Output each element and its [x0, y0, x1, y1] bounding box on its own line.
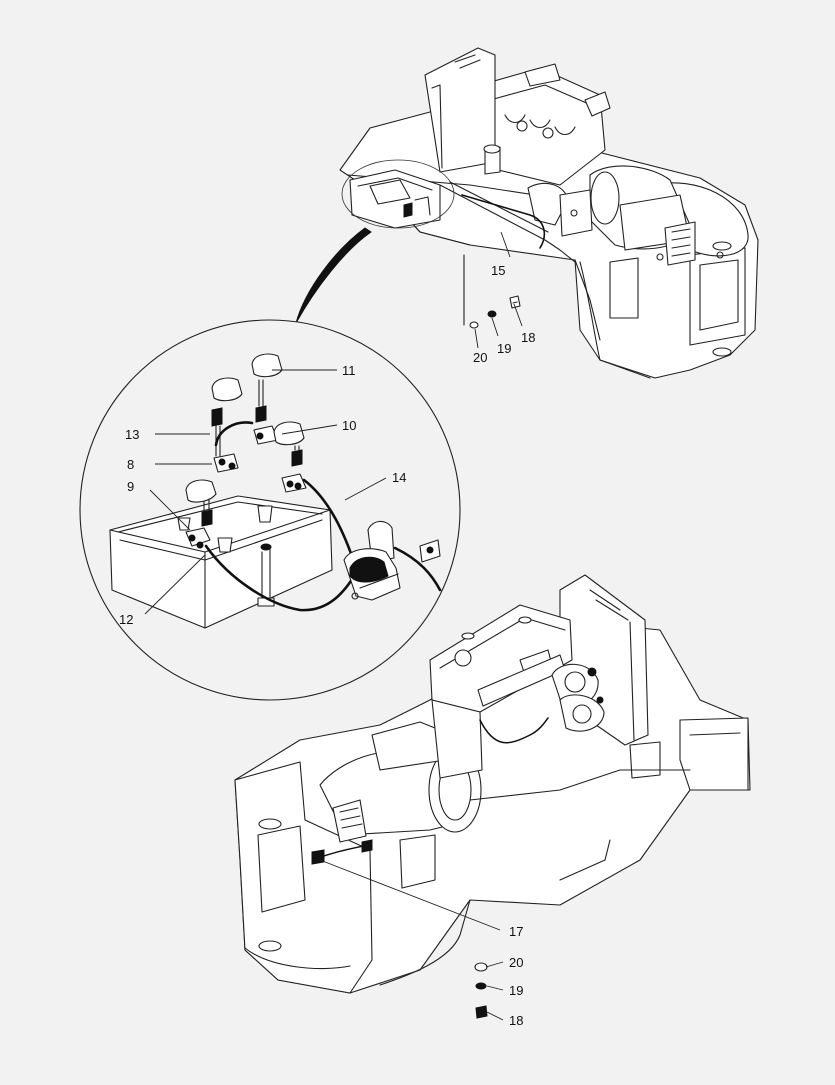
nut-20-bottom: [474, 962, 488, 972]
terminal-cap-lower: [185, 479, 217, 503]
terminal-cap-right: [273, 421, 305, 446]
callout-20-top: 20: [473, 350, 487, 365]
washer-19-bottom: [475, 982, 487, 990]
top-machine-frame: [339, 47, 759, 379]
callout-13: 13: [125, 427, 139, 442]
callout-19-top: 19: [497, 341, 511, 356]
washer-19-top: [487, 310, 497, 318]
callout-19-bottom: 19: [509, 983, 523, 998]
callout-15: 15: [491, 263, 505, 278]
terminal-cap-upper-left: [211, 377, 243, 402]
bottom-fastener-group: [474, 962, 488, 1019]
terminal-clamp-right: [281, 445, 307, 493]
callout-10: 10: [342, 418, 356, 433]
top-fastener-group: [463, 254, 521, 329]
terminal-clamp-positive: [211, 407, 239, 473]
callout-9: 9: [127, 479, 134, 494]
terminal-cap-top: [251, 353, 283, 378]
battery-detail-view: [79, 319, 461, 701]
battery: [109, 495, 333, 629]
terminal-clamp-negative: [185, 497, 213, 549]
callout-14: 14: [392, 470, 406, 485]
cable-main-negative: [204, 544, 357, 612]
callout-11: 11: [342, 363, 356, 378]
callout-20-bottom: 20: [509, 955, 523, 970]
callout-18-top: 18: [521, 330, 535, 345]
bolt-18-bottom: [475, 1005, 488, 1019]
callout-17: 17: [509, 924, 523, 939]
bottom-machine-frame: [234, 574, 751, 994]
detail-pointer: [295, 227, 372, 324]
callout-18-bottom: 18: [509, 1013, 523, 1028]
starter-relay: [343, 520, 441, 601]
callout-8: 8: [127, 457, 134, 472]
callout-12: 12: [119, 612, 133, 627]
cable-link: [214, 421, 254, 447]
nut-20-top: [469, 321, 479, 329]
